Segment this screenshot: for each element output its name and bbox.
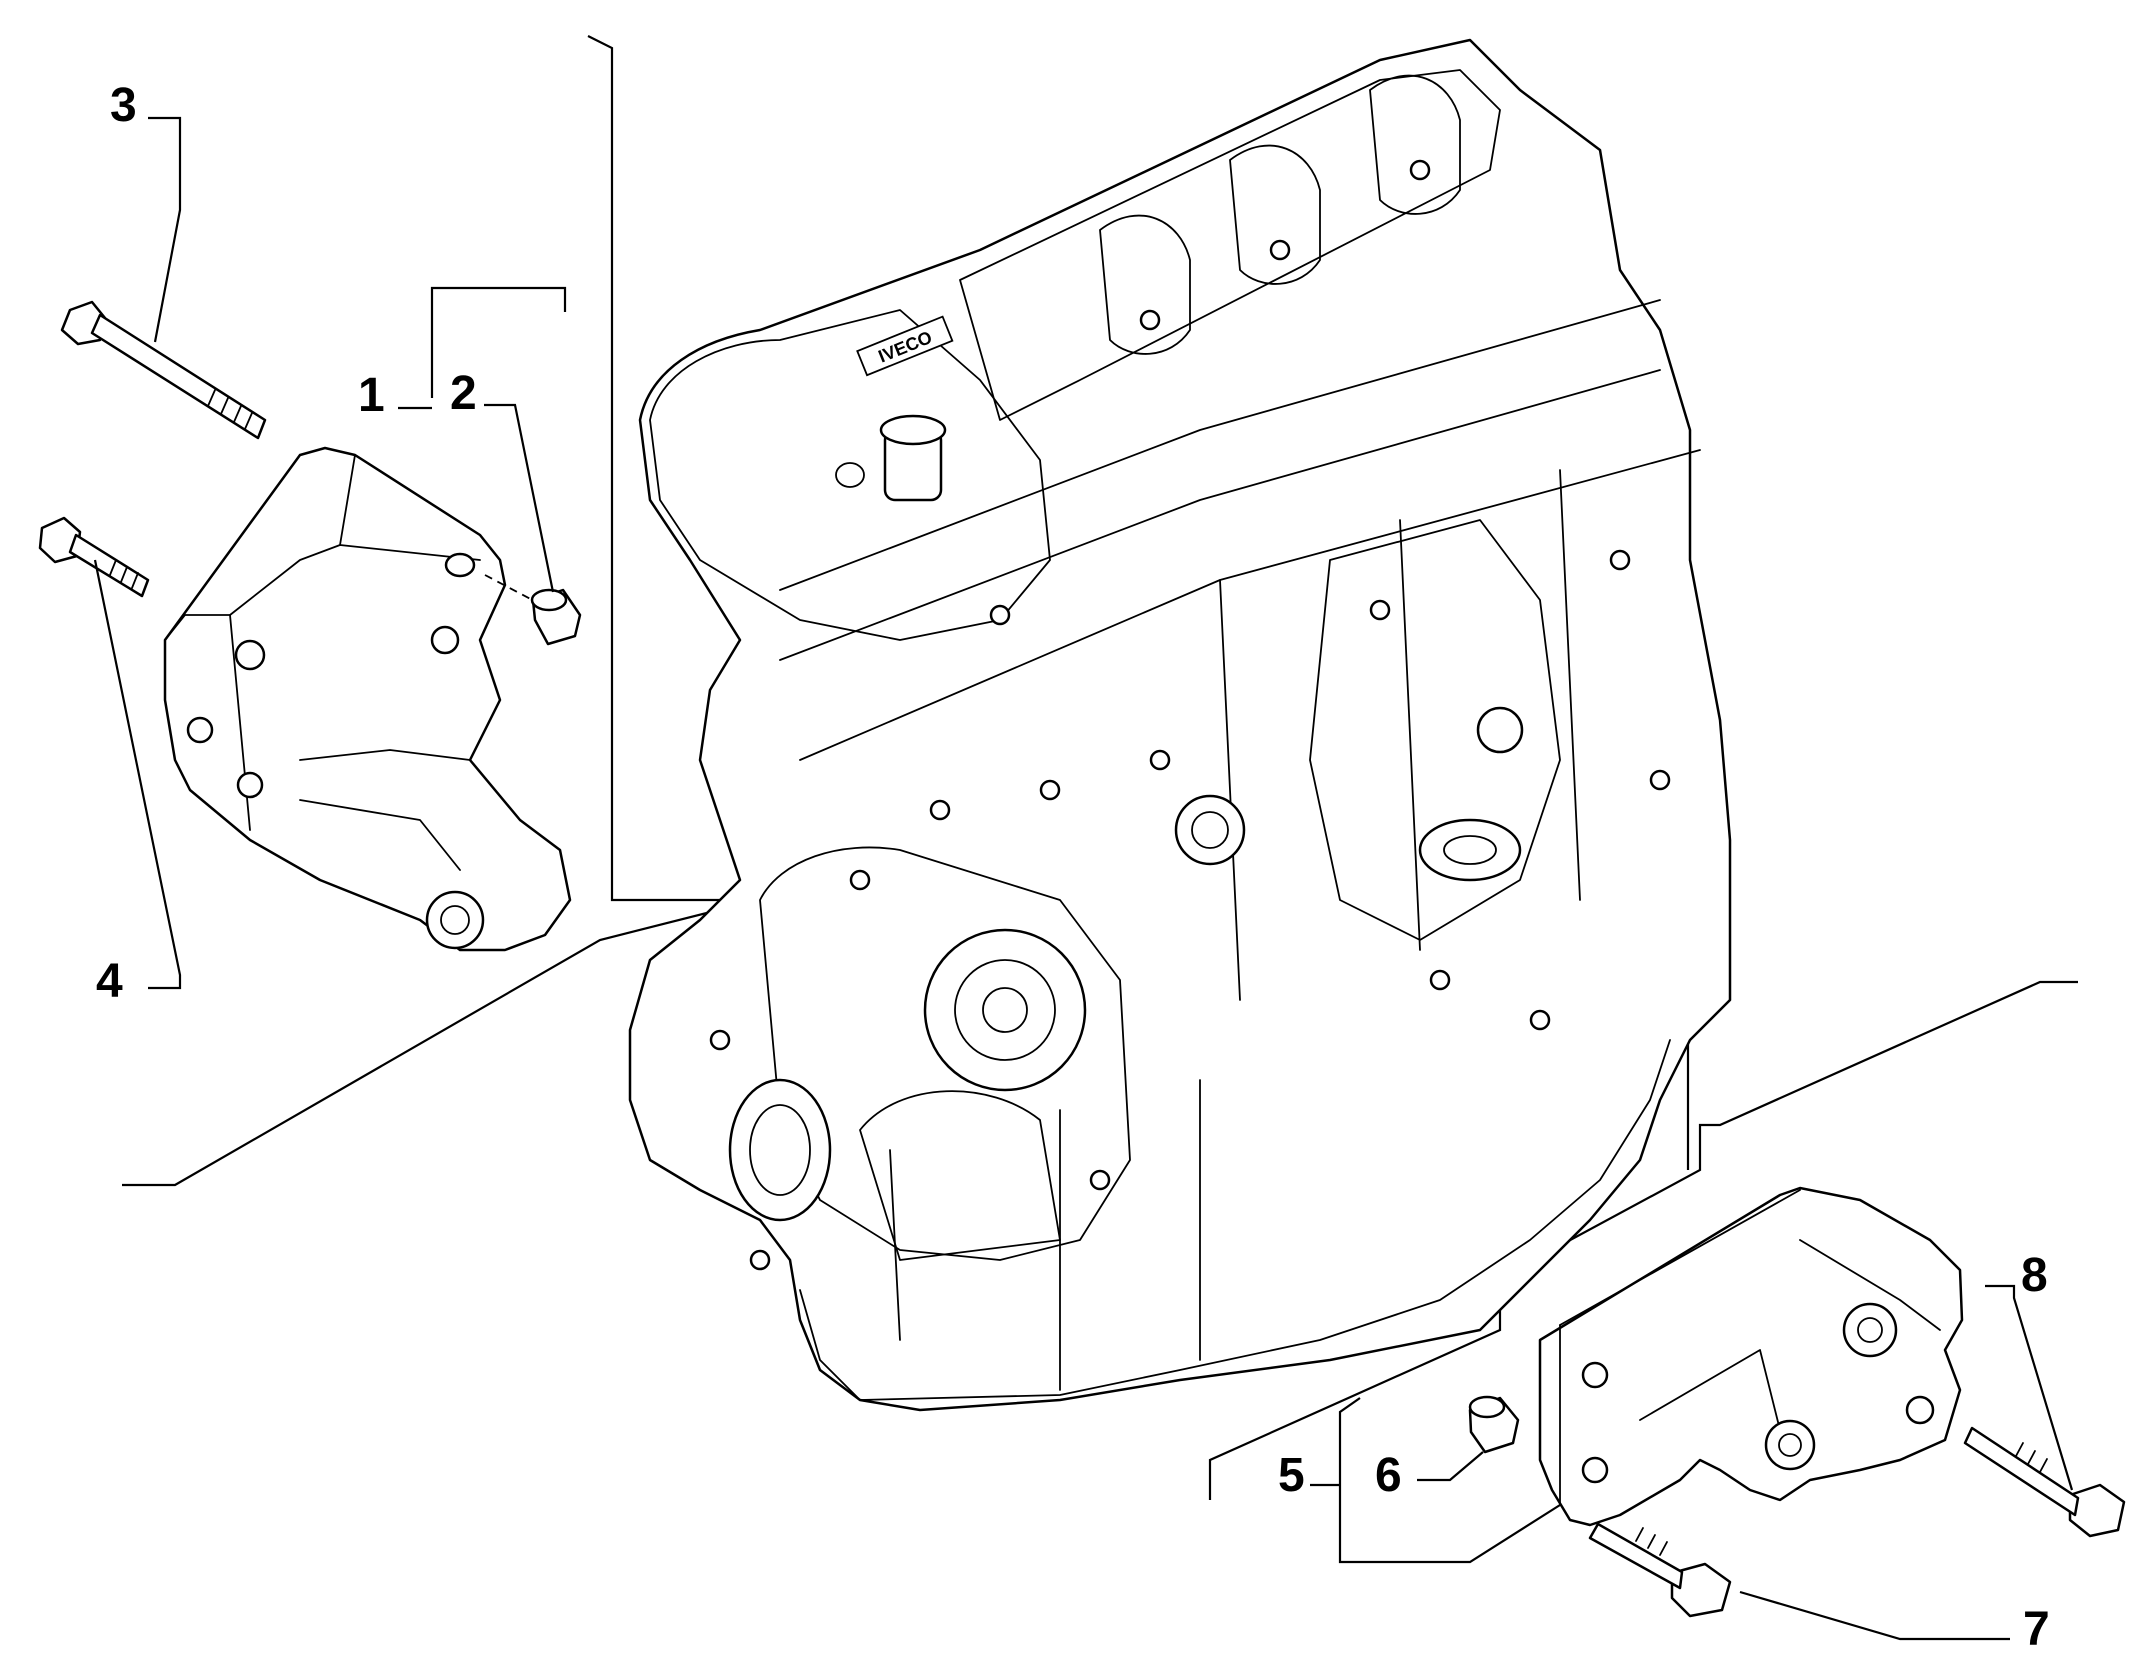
engine-assembly: IVECO <box>628 38 1732 1412</box>
short-bolt-left <box>38 516 150 598</box>
callout-3: 3 <box>110 79 137 132</box>
right-group-bracket <box>1208 980 2078 1564</box>
callout-5: 5 <box>1278 1449 1305 1502</box>
callout-1: 1 <box>358 369 385 422</box>
left-group-bracket <box>122 35 759 1187</box>
mount-bracket-left <box>163 446 572 952</box>
callout-leaders <box>93 116 2074 1641</box>
callout-7: 7 <box>2023 1603 2050 1656</box>
bushing-left <box>484 574 582 646</box>
bushing-right <box>1468 1395 1520 1454</box>
mount-bracket-right <box>1538 1186 1964 1527</box>
callout-6: 6 <box>1375 1449 1402 1502</box>
callout-8: 8 <box>2021 1249 2048 1302</box>
callout-2: 2 <box>450 367 477 420</box>
long-bolt-top <box>60 300 267 440</box>
callout-4: 4 <box>96 955 123 1008</box>
bolt-right <box>1963 1426 2126 1538</box>
bolt-bottom <box>1588 1522 1732 1618</box>
